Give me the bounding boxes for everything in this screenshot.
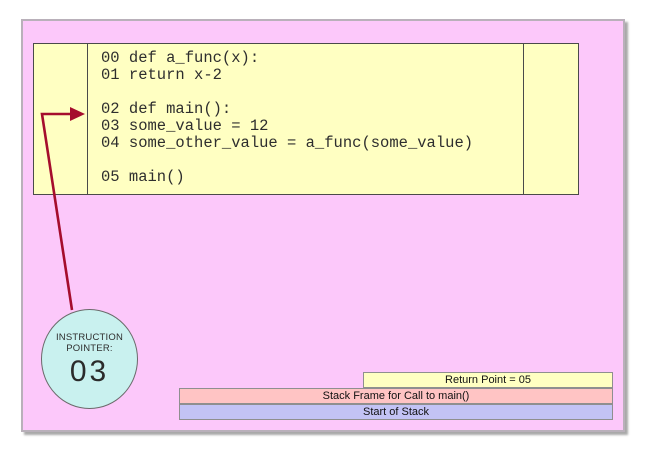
stack-bar-return-point: Return Point = 05 (363, 372, 613, 388)
code-line: 05 main() (101, 168, 185, 186)
code-line (101, 152, 473, 169)
code-line: 03 some_value = 12 (101, 117, 269, 135)
instruction-pointer-label-line1: INSTRUCTION (55, 332, 124, 343)
stack-bar-main-frame: Stack Frame for Call to main() (179, 388, 613, 404)
stack-bar-start-of-stack: Start of Stack (179, 404, 613, 420)
code-line: 01 return x-2 (101, 66, 222, 84)
code-box-left-divider (87, 44, 88, 194)
instruction-pointer-value: 03 (69, 355, 110, 388)
code-line: 02 def main(): (101, 100, 232, 118)
code-line: 00 def a_func(x): (101, 49, 260, 67)
code-box-right-divider (523, 44, 524, 194)
code-line (101, 84, 473, 101)
instruction-pointer-circle: INSTRUCTION POINTER: 03 (41, 309, 138, 409)
code-line: 04 some_other_value = a_func(some_value) (101, 134, 474, 152)
code-box: 00 def a_func(x): 01 return x-2 02 def m… (33, 43, 579, 195)
instruction-pointer-label-line2: POINTER: (66, 343, 113, 354)
code-listing: 00 def a_func(x): 01 return x-2 02 def m… (101, 50, 473, 186)
